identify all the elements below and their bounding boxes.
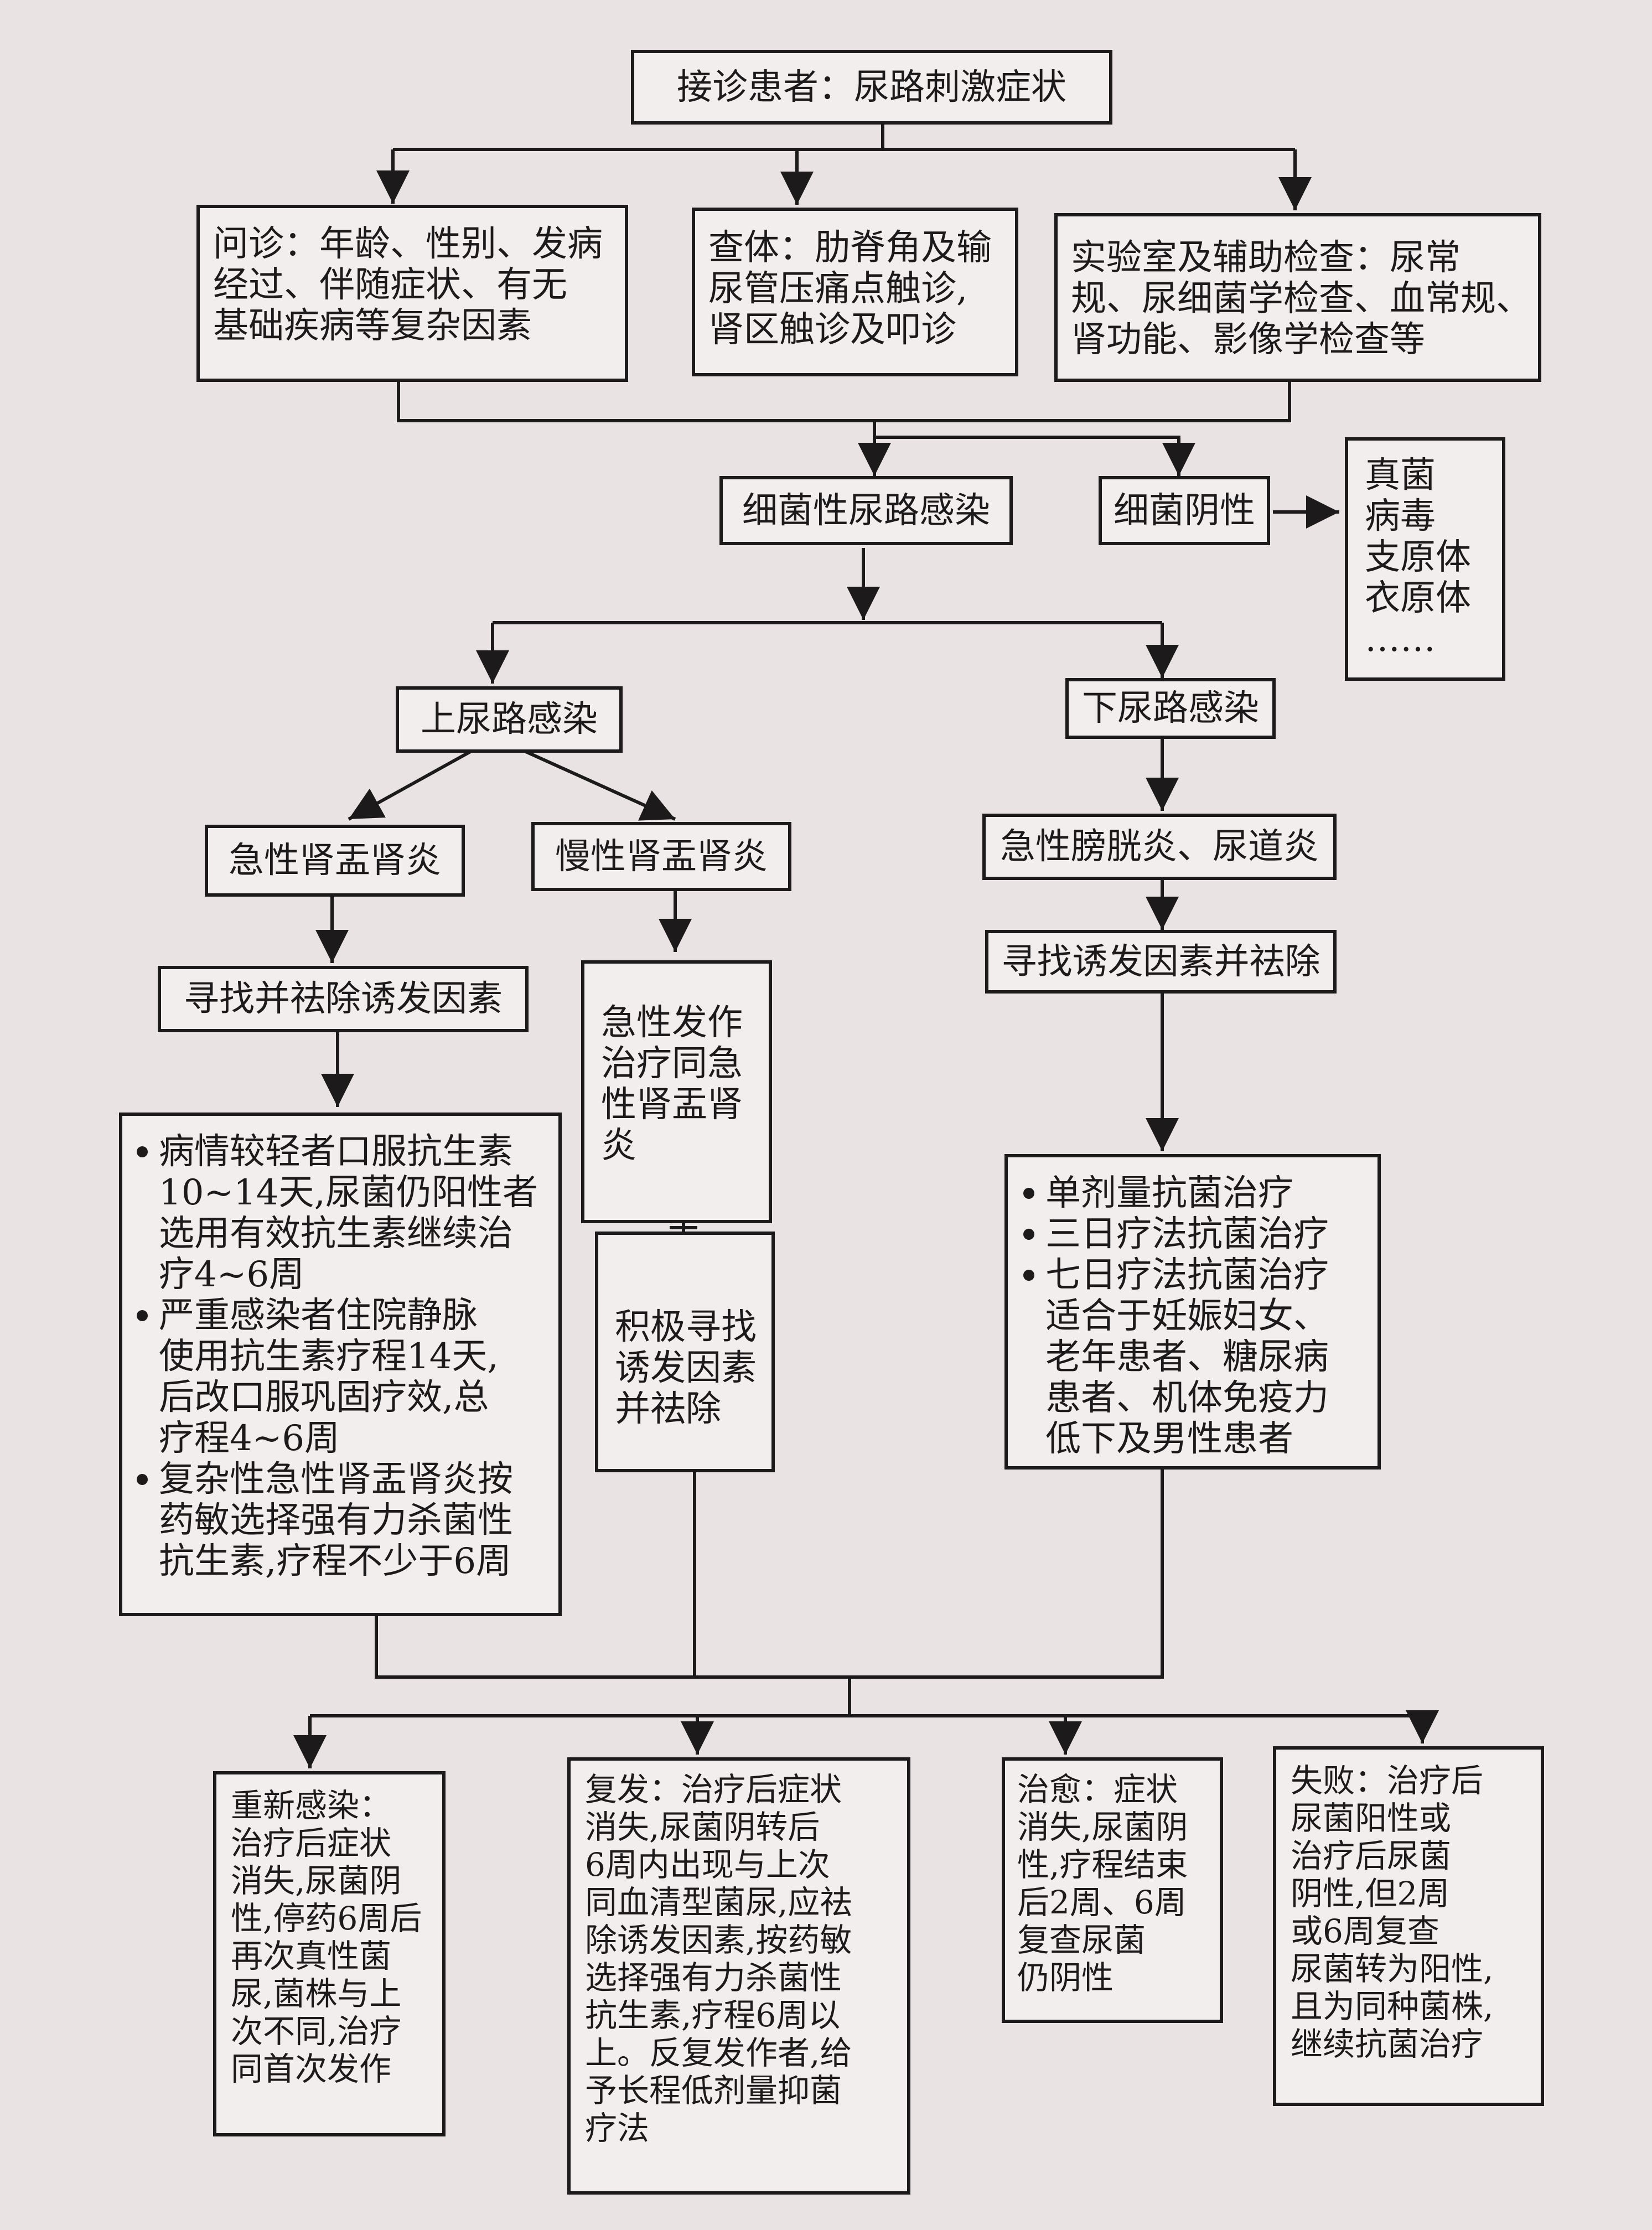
history-line: 经过、伴随症状、有无 [213,265,567,306]
cure-line: 消失,尿菌阴 [1017,1808,1188,1846]
bacterial-uti-text: 细菌性尿路感染 [742,490,990,531]
acute-treatment-item: 病情较轻者口服抗生素 10~14天,尿菌仍阳性者 选用有效抗生素继续治 疗4~6… [133,1131,547,1295]
reinfection-box: 重新感染： 治疗后症状 消失,尿菌阴 性,停药6周后 再次真性菌 尿,菌株与上 … [213,1771,446,2136]
chronic-acute-line: 炎 [601,1125,636,1166]
physical-line: 查体：肋脊角及输 [708,227,992,268]
failure-line: 阴性,但2周 [1291,1875,1450,1912]
lab-line: 肾功能、影像学检查等 [1071,319,1425,360]
acute-treatment-item: 严重感染者住院静脉 使用抗生素疗程14天, 后改口服巩固疗效,总 疗程4~6周 [133,1295,547,1459]
failure-line: 继续抗菌治疗 [1291,2025,1484,2063]
reinfection-line: 同首次发作 [231,2050,392,2088]
chronic-pyelonephritis-text: 慢性肾盂肾炎 [555,836,768,877]
cystitis-urethritis-text: 急性膀胱炎、尿道炎 [1000,826,1319,867]
cure-line: 复查尿菌 [1017,1921,1146,1959]
upper-uti-box: 上尿路感染 [396,686,623,753]
reinfection-line: 消失,尿菌阴 [231,1862,402,1900]
physical-line: 尿管压痛点触诊, [708,268,968,309]
relapse-line: 同血清型菌尿,应祛 [585,1884,852,1921]
acute-treatment-item: 复杂性急性肾盂肾炎按 药敏选择强有力杀菌性 抗生素,疗程不少于6周 [133,1459,547,1582]
physical-line: 肾区触诊及叩诊 [708,309,956,350]
physical-exam-box: 查体：肋脊角及输 尿管压痛点触诊, 肾区触诊及叩诊 [692,208,1018,376]
title-box: 接诊患者：尿路刺激症状 [631,50,1112,125]
lower-treatment-item: 单剂量抗菌治疗 [1020,1173,1365,1214]
lower-treatment-item: 七日疗法抗菌治疗 适合于妊娠妇女、 老年患者、糖尿病 患者、机体免疫力 低下及男… [1020,1255,1365,1460]
relapse-line: 疗法 [585,2109,650,2147]
bacteria-negative-box: 细菌阴性 [1099,476,1270,545]
bacteria-negative-text: 细菌阴性 [1114,490,1255,531]
upper-uti-text: 上尿路感染 [421,699,598,740]
pathogen-item: 衣原体 [1365,578,1471,619]
chronic-acute-line: 急性发作 [601,1002,743,1043]
relapse-line: 抗生素,疗程6周以 [585,1996,841,2034]
chronic-acute-line: 性肾盂肾 [601,1084,743,1125]
chronic-pyelonephritis-box: 慢性肾盂肾炎 [531,822,791,891]
reinfection-line: 重新感染： [231,1787,392,1824]
reinfection-line: 治疗后症状 [231,1824,392,1862]
relapse-line: 6周内出现与上次 [585,1846,830,1884]
relapse-line: 消失,尿菌阴转后 [585,1808,820,1846]
lab-line: 规、尿细菌学检查、血常规、 [1071,278,1531,319]
pathogen-list-box: 真菌 病毒 支原体 衣原体 …… [1345,437,1505,681]
history-line: 基础疾病等复杂因素 [213,306,532,346]
relapse-line: 予长程低剂量抑菌 [585,2072,842,2109]
find-remove-factors-upper-text: 寻找并祛除诱发因素 [184,979,503,1020]
pathogen-item: …… [1365,619,1436,660]
failure-line: 失败：治疗后 [1291,1762,1484,1799]
failure-line: 尿菌阳性或 [1291,1799,1452,1837]
failure-line: 治疗后尿菌 [1291,1837,1452,1875]
chronic-acute-attack-box: 急性发作 治疗同急 性肾盂肾 炎 [581,960,772,1223]
lower-uti-box: 下尿路感染 [1065,678,1276,739]
cure-line: 后2周、6周 [1017,1884,1187,1921]
relapse-line: 上。反复发作者,给 [585,2034,852,2072]
failure-line: 尿菌转为阳性, [1291,1950,1494,1988]
chronic-find-factors-box: 积极寻找 诱发因素 并祛除 [595,1232,775,1472]
reinfection-line: 性,停药6周后 [231,1900,422,1937]
cystitis-urethritis-box: 急性膀胱炎、尿道炎 [982,814,1337,880]
chronic-find-line: 并祛除 [615,1389,721,1430]
lab-tests-box: 实验室及辅助检查：尿常 规、尿细菌学检查、血常规、 肾功能、影像学检查等 [1054,213,1541,382]
relapse-line: 除诱发因素,按药敏 [585,1921,852,1959]
pathogen-item: 真菌 [1365,455,1436,496]
relapse-line: 复发：治疗后症状 [585,1771,842,1808]
relapse-box: 复发：治疗后症状 消失,尿菌阴转后 6周内出现与上次 同血清型菌尿,应祛 除诱发… [567,1757,910,2195]
history-line: 问诊：年龄、性别、发病 [213,224,603,265]
reinfection-line: 尿,菌株与上 [231,1975,402,2012]
acute-treatment-box: 病情较轻者口服抗生素 10~14天,尿菌仍阳性者 选用有效抗生素继续治 疗4~6… [119,1113,562,1616]
find-remove-factors-upper-box: 寻找并祛除诱发因素 [158,966,529,1032]
find-remove-factors-lower-text: 寻找诱发因素并祛除 [1001,941,1320,982]
chronic-find-line: 积极寻找 [615,1307,757,1348]
pathogen-item: 支原体 [1365,537,1471,578]
pathogen-item: 病毒 [1365,496,1436,537]
failure-line: 或6周复查 [1291,1912,1439,1950]
cure-line: 仍阴性 [1017,1959,1114,1996]
reinfection-line: 次不同,治疗 [231,2012,402,2050]
cure-box: 治愈：症状 消失,尿菌阴 性,疗程结束 后2周、6周 复查尿菌 仍阴性 [1002,1757,1223,2023]
failure-line: 且为同种菌株, [1291,1988,1494,2025]
lab-line: 实验室及辅助检查：尿常 [1071,237,1461,278]
find-remove-factors-lower-box: 寻找诱发因素并祛除 [985,930,1337,994]
title-text: 接诊患者：尿路刺激症状 [677,66,1066,108]
acute-pyelonephritis-box: 急性肾盂肾炎 [205,825,465,897]
history-box: 问诊：年龄、性别、发病 经过、伴随症状、有无 基础疾病等复杂因素 [196,205,628,382]
bacterial-uti-box: 细菌性尿路感染 [719,476,1013,545]
relapse-line: 选择强有力杀菌性 [585,1959,842,1996]
chronic-find-line: 诱发因素 [615,1348,757,1389]
chronic-acute-line: 治疗同急 [601,1043,743,1084]
acute-pyelonephritis-text: 急性肾盂肾炎 [229,840,441,881]
cure-line: 治愈：症状 [1017,1771,1178,1808]
reinfection-line: 再次真性菌 [231,1937,392,1975]
lower-treatment-box: 单剂量抗菌治疗 三日疗法抗菌治疗 七日疗法抗菌治疗 适合于妊娠妇女、 老年患者、… [1004,1154,1381,1470]
lower-treatment-item: 三日疗法抗菌治疗 [1020,1214,1365,1255]
cure-line: 性,疗程结束 [1017,1846,1188,1884]
lower-uti-text: 下尿路感染 [1082,688,1259,729]
failure-box: 失败：治疗后 尿菌阳性或 治疗后尿菌 阴性,但2周 或6周复查 尿菌转为阳性, … [1273,1746,1544,2106]
